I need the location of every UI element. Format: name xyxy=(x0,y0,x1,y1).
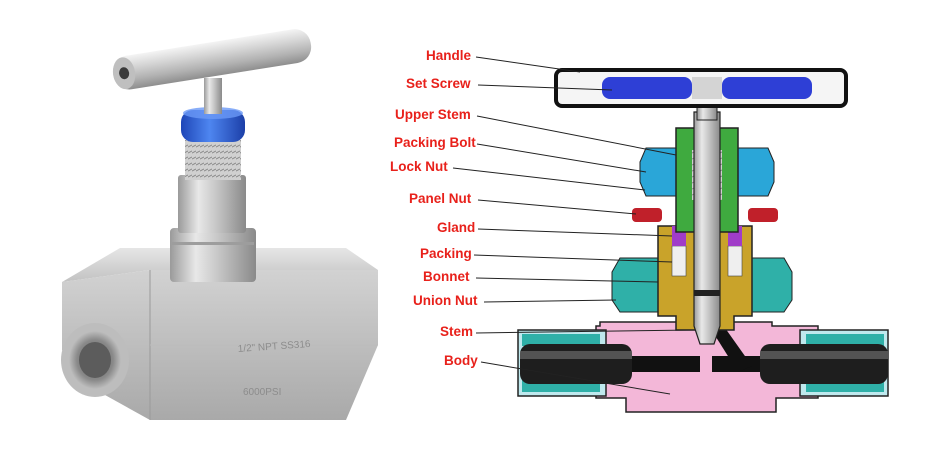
photo-engraving-size: 1/2" NPT SS316 xyxy=(237,339,311,355)
label-panel-nut: Panel Nut xyxy=(409,191,472,206)
photo-stem-body xyxy=(178,175,246,233)
label-upper-stem: Upper Stem xyxy=(395,107,471,122)
packing-right xyxy=(727,245,743,277)
label-stem: Stem xyxy=(440,324,474,339)
label-union-nut: Union Nut xyxy=(413,293,478,308)
label-packing: Packing xyxy=(420,246,472,261)
label-packing-bolt: Packing Bolt xyxy=(394,135,476,150)
panel-nut-left xyxy=(632,208,662,222)
photo-thread xyxy=(185,140,241,180)
label-bonnet: Bonnet xyxy=(423,269,470,284)
photo-t-handle xyxy=(112,29,312,90)
set-screw-left xyxy=(602,77,692,99)
label-body: Body xyxy=(444,353,478,368)
panel-nut-right xyxy=(748,208,778,222)
stem xyxy=(693,111,721,345)
body-shape xyxy=(595,321,819,413)
photo-engraving-pressure: 6000PSI xyxy=(243,387,281,398)
cross-section xyxy=(517,68,889,413)
valve-photo: 1/2" NPT SS316 6000PSI xyxy=(61,29,378,420)
flow-passage xyxy=(632,356,760,372)
set-screw-right xyxy=(722,77,812,99)
label-lock-nut: Lock Nut xyxy=(390,159,448,174)
packing-left xyxy=(671,245,687,277)
leader-lines xyxy=(452,56,695,395)
photo-handle-end-hole xyxy=(119,67,130,80)
photo-shaft xyxy=(204,78,222,114)
label-gland: Gland xyxy=(437,220,476,235)
label-set-screw: Set Screw xyxy=(406,76,471,91)
right-pipe xyxy=(760,344,888,384)
photo-bonnet-hex xyxy=(170,228,256,282)
label-handle: Handle xyxy=(426,48,472,63)
